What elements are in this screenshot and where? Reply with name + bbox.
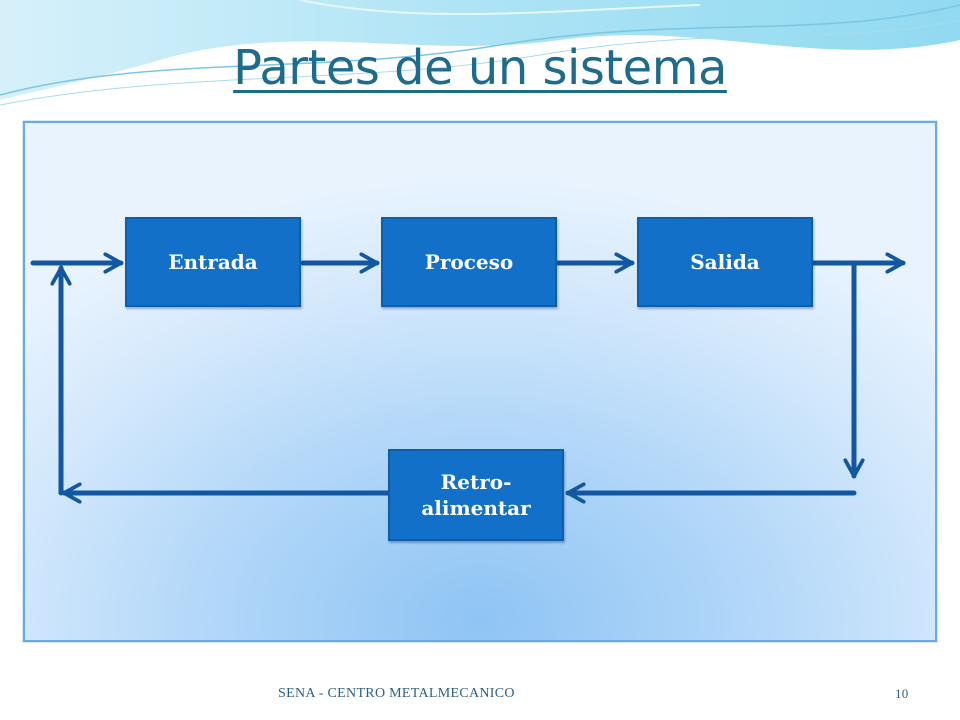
node-proceso: Proceso	[381, 217, 557, 307]
diagram-panel	[23, 121, 937, 642]
slide-title: Partes de un sistema	[233, 40, 727, 96]
node-entrada-label: Entrada	[168, 250, 258, 274]
node-entrada: Entrada	[125, 217, 301, 307]
footer-label: SENA - CENTRO METALMECANICO	[278, 686, 515, 701]
node-salida-label: Salida	[690, 250, 760, 274]
page-number: 10	[895, 686, 909, 701]
node-retroalimentar: Retro- alimentar	[388, 449, 564, 541]
header-wave-decoration	[0, 0, 960, 106]
node-proceso-label: Proceso	[424, 250, 514, 274]
node-salida: Salida	[637, 217, 813, 307]
node-retroalimentar-label: Retro- alimentar	[421, 470, 531, 520]
